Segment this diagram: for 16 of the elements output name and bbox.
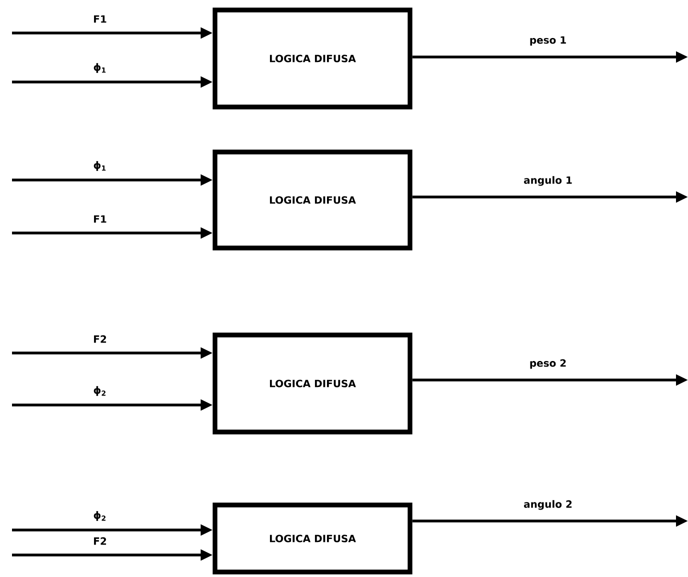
- edge-label: F2: [92, 536, 108, 546]
- edge-label: ϕ$_{1}$: [92, 160, 108, 172]
- process-box: LOGICA DIFUSA: [212, 332, 412, 434]
- edge-label: F1: [92, 214, 108, 224]
- edge-label: angulo 2: [522, 498, 574, 512]
- edge-label: angulo 1: [522, 174, 574, 188]
- process-box: LOGICA DIFUSA: [212, 502, 412, 574]
- edge-label: ϕ$_{2}$: [92, 384, 108, 398]
- edge-label: peso 1: [528, 34, 568, 48]
- edge-label: peso 2: [528, 358, 568, 370]
- process-box: LOGICA DIFUSA: [212, 150, 412, 250]
- edge-label: ϕ$_{2}$: [92, 510, 108, 522]
- process-box: LOGICA DIFUSA: [212, 8, 412, 110]
- edge-label: F2: [92, 334, 108, 344]
- edge-label: ϕ$_{1}$: [92, 62, 108, 74]
- edge-label: F1: [92, 14, 108, 24]
